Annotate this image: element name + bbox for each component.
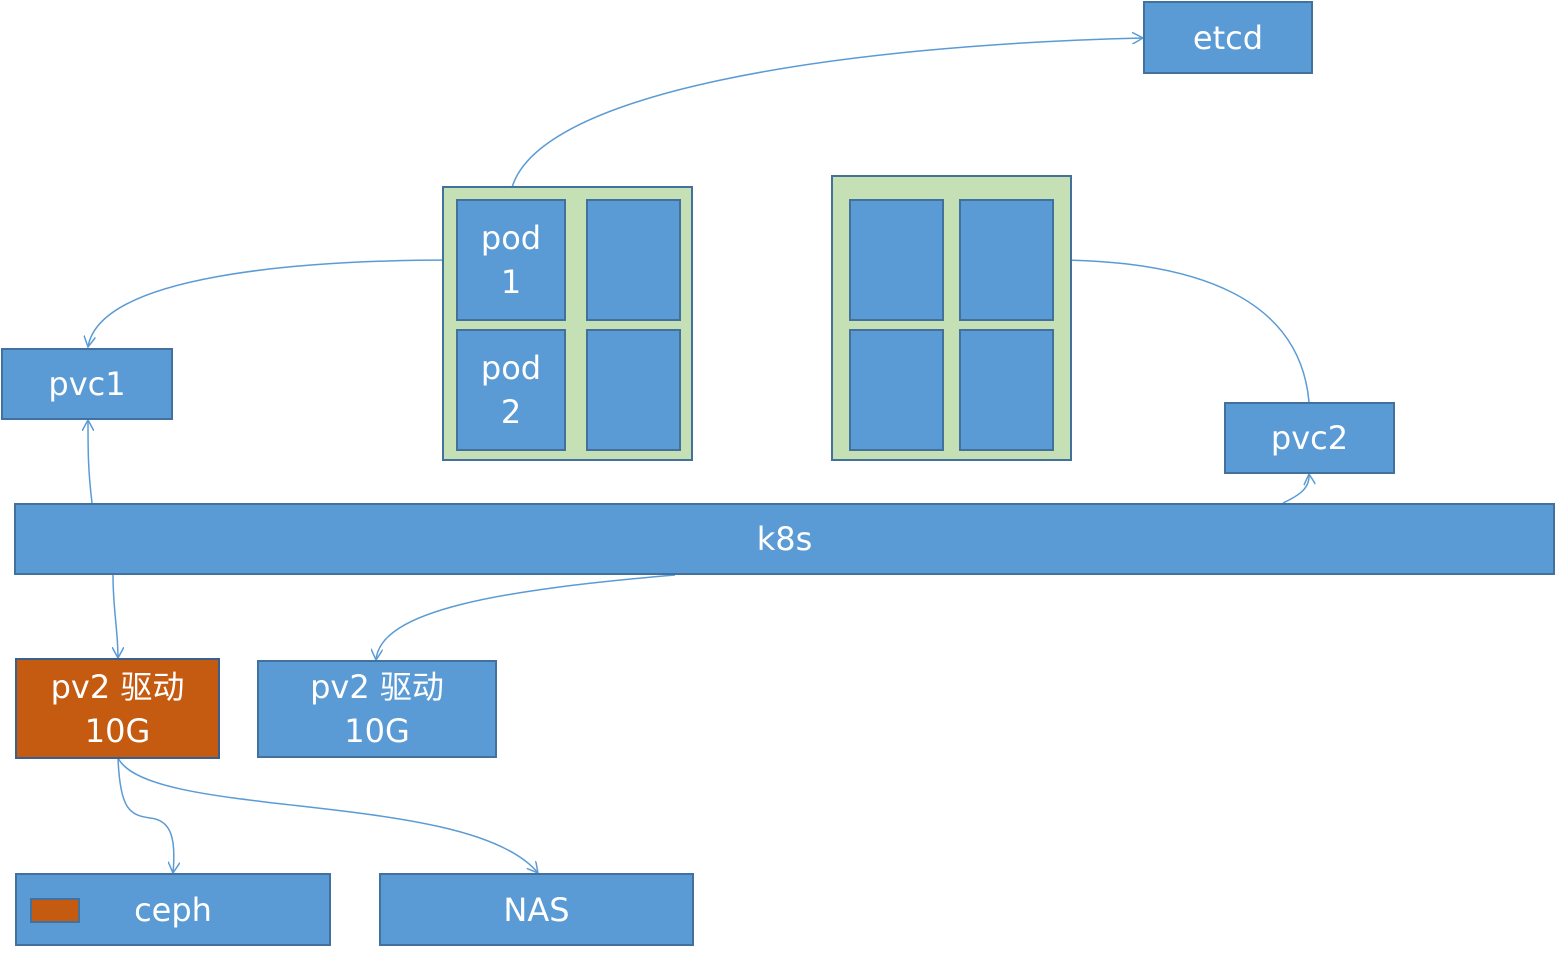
connector-k8s-to-pvc2 [1282,474,1309,504]
etcd-box: etcd [1143,1,1313,74]
k8s-label: k8s [756,520,813,558]
pod-slot-2b [586,329,681,451]
node-2 [831,175,1072,461]
pod-slot-1b [586,199,681,321]
pvc2-box: pvc2 [1224,402,1395,474]
pod-slot-n2-b [959,199,1054,321]
etcd-label: etcd [1192,18,1264,57]
pv-driver-box-active: pv2 驱动 10G [15,658,220,759]
pod-1: pod 1 [456,199,566,321]
pv-driver-active-label: pv2 驱动 10G [50,667,185,750]
ceph-color-swatch [30,898,80,923]
pvc2-label: pvc2 [1270,419,1349,457]
connector-k8s-to-pvc1 [88,420,92,504]
nas-box: NAS [379,873,694,946]
pod-1-label-line1: pod [480,219,542,257]
pod-slot-n2-a [849,199,944,321]
pod-2-label-line1: pod [480,349,542,387]
pvc1-box: pvc1 [1,348,173,420]
connector-pv-to-nas [117,757,538,873]
pod-2: pod 2 [456,329,566,451]
node-1: pod 1 pod 2 [442,186,693,461]
pod-slot-n2-c [849,329,944,451]
pod-2-label-line2: 2 [500,393,522,431]
connector-pv-to-ceph [117,757,174,873]
nas-label: NAS [503,890,570,929]
pv-driver-box: pv2 驱动 10G [257,660,497,758]
connector-k8s-to-pv-blue [376,574,676,660]
k8s-bar: k8s [14,503,1555,575]
ceph-label: ceph [134,890,212,929]
connector-k8s-to-pv-orange [113,574,118,658]
connector-pod1-to-pvc1 [88,259,457,347]
connector-pvc2-to-node2 [1052,260,1310,403]
pvc1-label: pvc1 [48,365,126,403]
pod-slot-n2-d [959,329,1054,451]
pod-1-label-line2: 1 [500,263,522,301]
connector-pod1-to-etcd [509,38,1143,199]
pv-driver-label: pv2 驱动 10G [310,668,444,750]
